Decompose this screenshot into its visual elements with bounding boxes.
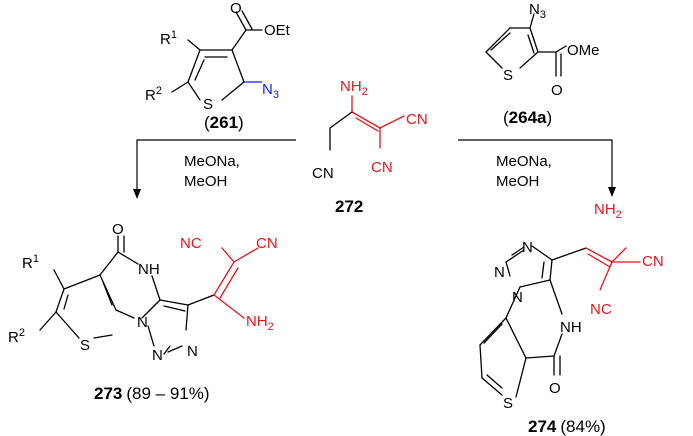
right-condition-line2: MeOH <box>496 173 539 190</box>
atom-OEt-261: OEt <box>264 22 291 39</box>
atom-N3-264a: N3 <box>529 1 546 21</box>
atom-N3-273: N <box>187 343 198 360</box>
compound-label-273: 273(89 – 91%) <box>94 384 210 403</box>
atom-N3-261: N3 <box>262 81 279 101</box>
atom-N2-273: N <box>152 347 163 364</box>
right-reaction-arrow <box>458 139 616 197</box>
atom-S-264a: S <box>503 67 513 84</box>
atom-NC-273: NC <box>180 235 202 252</box>
atom-R2-261: R2 <box>145 85 162 104</box>
atom-NH2-274: NH2 <box>594 201 622 221</box>
atom-R1-261: R1 <box>160 29 177 48</box>
atom-N3-274: N <box>512 289 523 306</box>
atom-CN-272-right: CN <box>406 111 428 128</box>
atom-R1-273: R1 <box>22 253 39 272</box>
atom-CN-272-left: CN <box>312 165 334 182</box>
atom-O-274: O <box>549 380 561 397</box>
atom-O-261: O <box>230 0 242 17</box>
atom-N1-274: N <box>522 239 533 256</box>
atom-O-264a: O <box>551 82 563 99</box>
atom-NH2-272: NH2 <box>340 78 368 98</box>
atom-N2-274: N <box>494 264 505 281</box>
left-condition-line1: MeONa, <box>184 153 240 170</box>
left-reaction-arrow <box>133 139 296 199</box>
compound-label-272: 272 <box>335 197 363 216</box>
atom-CN-274: CN <box>642 253 664 270</box>
atom-CN-272-bottom: CN <box>371 159 393 176</box>
atom-NH2-273: NH2 <box>246 313 274 333</box>
atom-R2-273: R2 <box>8 327 25 346</box>
atom-S-273: S <box>80 337 90 354</box>
atom-O-273: O <box>112 221 124 238</box>
compound-264a-structure: N3 S OMe O <box>485 1 600 99</box>
atom-NH-274: NH <box>560 319 582 336</box>
atom-CN-273: CN <box>256 235 278 252</box>
compound-261-structure: S O OEt R1 R2 N3 <box>145 0 291 113</box>
atom-S-274: S <box>503 395 513 412</box>
compound-273-structure: O NH S N N N R1 R2 NC CN NH2 <box>8 221 278 364</box>
atom-N1-273: N <box>137 314 148 331</box>
atom-NC-274: NC <box>590 301 612 318</box>
compound-label-274: 274(84%) <box>528 417 606 436</box>
right-condition-line1: MeONa, <box>496 153 552 170</box>
compound-label-264a: (264a) <box>503 108 552 127</box>
compound-272-structure: NH2 CN CN CN <box>312 78 428 182</box>
atom-NH-273: NH <box>138 261 160 278</box>
compound-label-261: (261) <box>204 113 244 132</box>
compound-274-structure: N N N NH O S NH2 CN NC <box>479 201 664 412</box>
atom-OMe-264a: OMe <box>567 42 600 59</box>
atom-S-261: S <box>203 96 213 113</box>
left-condition-line2: MeOH <box>184 173 227 190</box>
